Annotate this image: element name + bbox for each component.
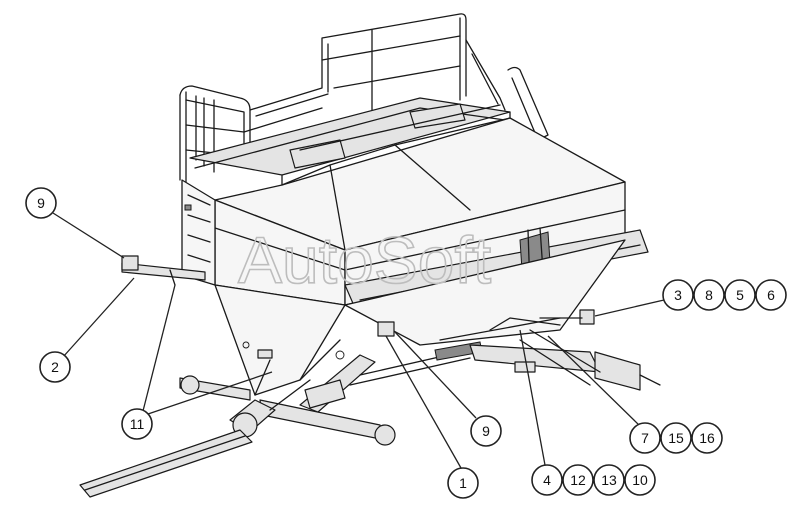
callout-12: 12 xyxy=(562,464,594,496)
svg-text:15: 15 xyxy=(668,430,684,446)
callout-4: 4 xyxy=(531,464,563,496)
svg-text:5: 5 xyxy=(736,287,744,303)
svg-text:16: 16 xyxy=(699,430,715,446)
callout-9-bottom: 9 xyxy=(470,415,502,447)
callout-8: 8 xyxy=(693,279,725,311)
callout-9-left: 9 xyxy=(25,187,57,219)
svg-text:12: 12 xyxy=(570,472,586,488)
callout-5: 5 xyxy=(724,279,756,311)
callout-1: 1 xyxy=(447,467,479,499)
svg-text:4: 4 xyxy=(543,472,551,488)
callout-2: 2 xyxy=(39,351,71,383)
svg-text:6: 6 xyxy=(767,287,775,303)
side-arm-left xyxy=(121,255,206,286)
svg-text:1: 1 xyxy=(459,475,467,491)
chassis-frame xyxy=(79,341,483,498)
bolt xyxy=(242,341,250,349)
callout-10: 10 xyxy=(624,464,656,496)
callout-16: 16 xyxy=(691,422,723,454)
lower-hoppers xyxy=(214,239,626,396)
svg-text:7: 7 xyxy=(641,430,649,446)
leader-lines xyxy=(52,212,665,469)
svg-text:2: 2 xyxy=(51,359,59,375)
side-arm-right xyxy=(377,309,595,337)
watermark-text: AutoSoft xyxy=(238,223,491,297)
callout-15: 15 xyxy=(660,422,692,454)
svg-text:8: 8 xyxy=(705,287,713,303)
svg-text:3: 3 xyxy=(674,287,682,303)
decal-plate xyxy=(257,349,273,359)
svg-text:10: 10 xyxy=(632,472,648,488)
svg-text:13: 13 xyxy=(601,472,617,488)
callout-13: 13 xyxy=(593,464,625,496)
svg-text:9: 9 xyxy=(482,423,490,439)
callout-6: 6 xyxy=(755,279,787,311)
callout-3: 3 xyxy=(662,279,694,311)
svg-text:9: 9 xyxy=(37,195,45,211)
front-tongue xyxy=(469,317,661,391)
callout-11: 11 xyxy=(121,408,153,440)
svg-text:11: 11 xyxy=(130,416,145,432)
callout-7: 7 xyxy=(629,422,661,454)
